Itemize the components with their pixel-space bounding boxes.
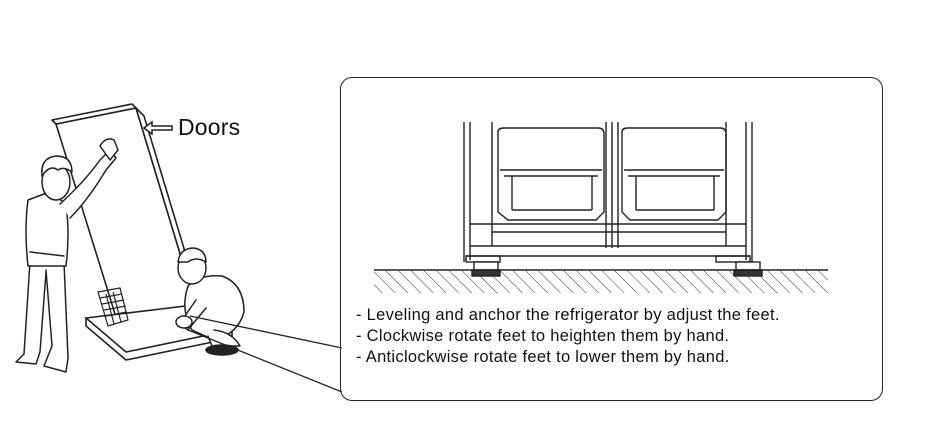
instruction-list: - Leveling and anchor the refrigerator b… bbox=[356, 305, 780, 368]
refrigerator-grille bbox=[97, 287, 129, 327]
refrigerator-front-detail bbox=[463, 122, 753, 263]
instruction-item: - Clockwise rotate feet to heighten them… bbox=[356, 327, 730, 345]
standing-person bbox=[15, 138, 119, 373]
detail-panel bbox=[340, 77, 883, 401]
instruction-item: - Anticlockwise rotate feet to lower the… bbox=[356, 348, 730, 366]
doors-pointer-arrow bbox=[142, 120, 173, 136]
floor-hatch bbox=[374, 269, 828, 293]
instruction-item: - Leveling and anchor the refrigerator b… bbox=[356, 306, 780, 324]
doors-label: Doors bbox=[178, 114, 241, 140]
zoom-callout-lines bbox=[187, 315, 343, 393]
